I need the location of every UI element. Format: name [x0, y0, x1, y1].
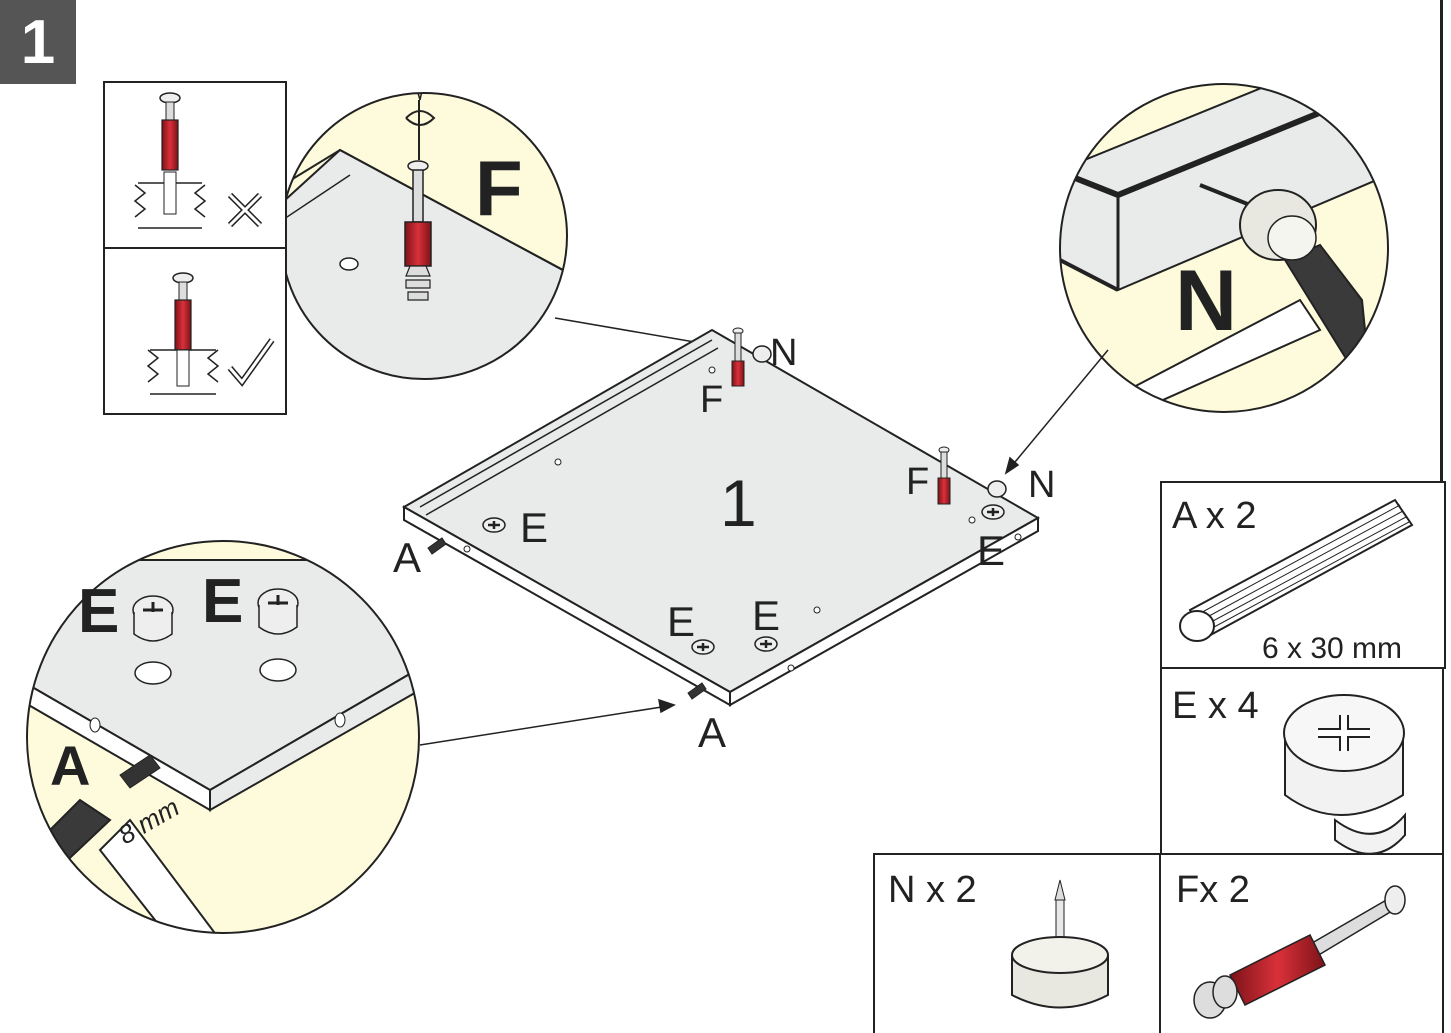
zoom-circle-N: N: [1059, 83, 1389, 413]
label-N-right: N: [1028, 464, 1055, 506]
cam-E-zoom-2: [257, 588, 299, 635]
part-box-N: N x 2: [873, 853, 1161, 1033]
board-dowel-left: [427, 537, 447, 555]
part-box-E: E x 4: [1160, 667, 1444, 855]
incorrect-example: [133, 92, 263, 229]
label-E-front-1: E: [667, 598, 695, 645]
zoom-circle-F: F: [280, 92, 568, 380]
zoom-A-letter: A: [50, 734, 90, 797]
right-page-border: [1440, 0, 1443, 490]
dowel-icon: [1179, 498, 1414, 642]
zoom-F-letter: F: [475, 144, 523, 232]
board-glide-right: [987, 480, 1007, 498]
correct-example: [146, 272, 275, 395]
board-glide-top: [752, 345, 772, 363]
label-E-right: E: [977, 527, 1005, 574]
part-F-label: Fx 2: [1176, 869, 1250, 911]
zoom-cam-label-1: E: [78, 577, 119, 646]
label-A-left: A: [393, 534, 421, 581]
board-bolt-top: [731, 327, 745, 387]
board-dowel-front: [687, 682, 707, 700]
part-box-A: A x 2 6 x 30 mm: [1160, 481, 1446, 669]
board-cam-front-1: [691, 639, 715, 655]
part-A-label: A x 2: [1172, 495, 1257, 537]
board-cam-right: [981, 504, 1005, 520]
bolt-depth-inset: [103, 81, 287, 415]
part-N-label: N x 2: [888, 869, 977, 911]
cam-lock-icon: [1283, 694, 1406, 855]
label-N-top: N: [770, 332, 797, 374]
label-E-front-2: E: [752, 592, 780, 639]
board-bolt-right: [937, 446, 951, 505]
leader-arrows: [419, 317, 1109, 746]
main-board: 1 F N F N E E E E A A: [393, 327, 1055, 756]
board-cam-left: [482, 517, 506, 533]
part-A-size: 6 x 30 mm: [1262, 632, 1402, 665]
cam-E-zoom-1: [132, 595, 174, 642]
zoom-N-letter: N: [1175, 253, 1237, 349]
board-cam-front-2: [754, 636, 778, 652]
label-F-right: F: [906, 461, 929, 503]
cross-icon: [228, 193, 262, 227]
label-A-front: A: [698, 709, 726, 756]
part-E-label: E x 4: [1172, 685, 1259, 727]
part-box-F: Fx 2: [1159, 853, 1444, 1033]
connecting-bolt-icon: [1193, 885, 1406, 1019]
zoom-circle-A: E E A 8 mm: [26, 540, 420, 934]
panel-number: 1: [720, 466, 757, 540]
label-F-top: F: [700, 379, 723, 421]
furniture-glide-icon: [1011, 879, 1109, 1009]
label-E-left: E: [520, 504, 548, 551]
step-number-badge: 1: [0, 0, 76, 84]
zoom-cam-label-2: E: [202, 567, 243, 636]
